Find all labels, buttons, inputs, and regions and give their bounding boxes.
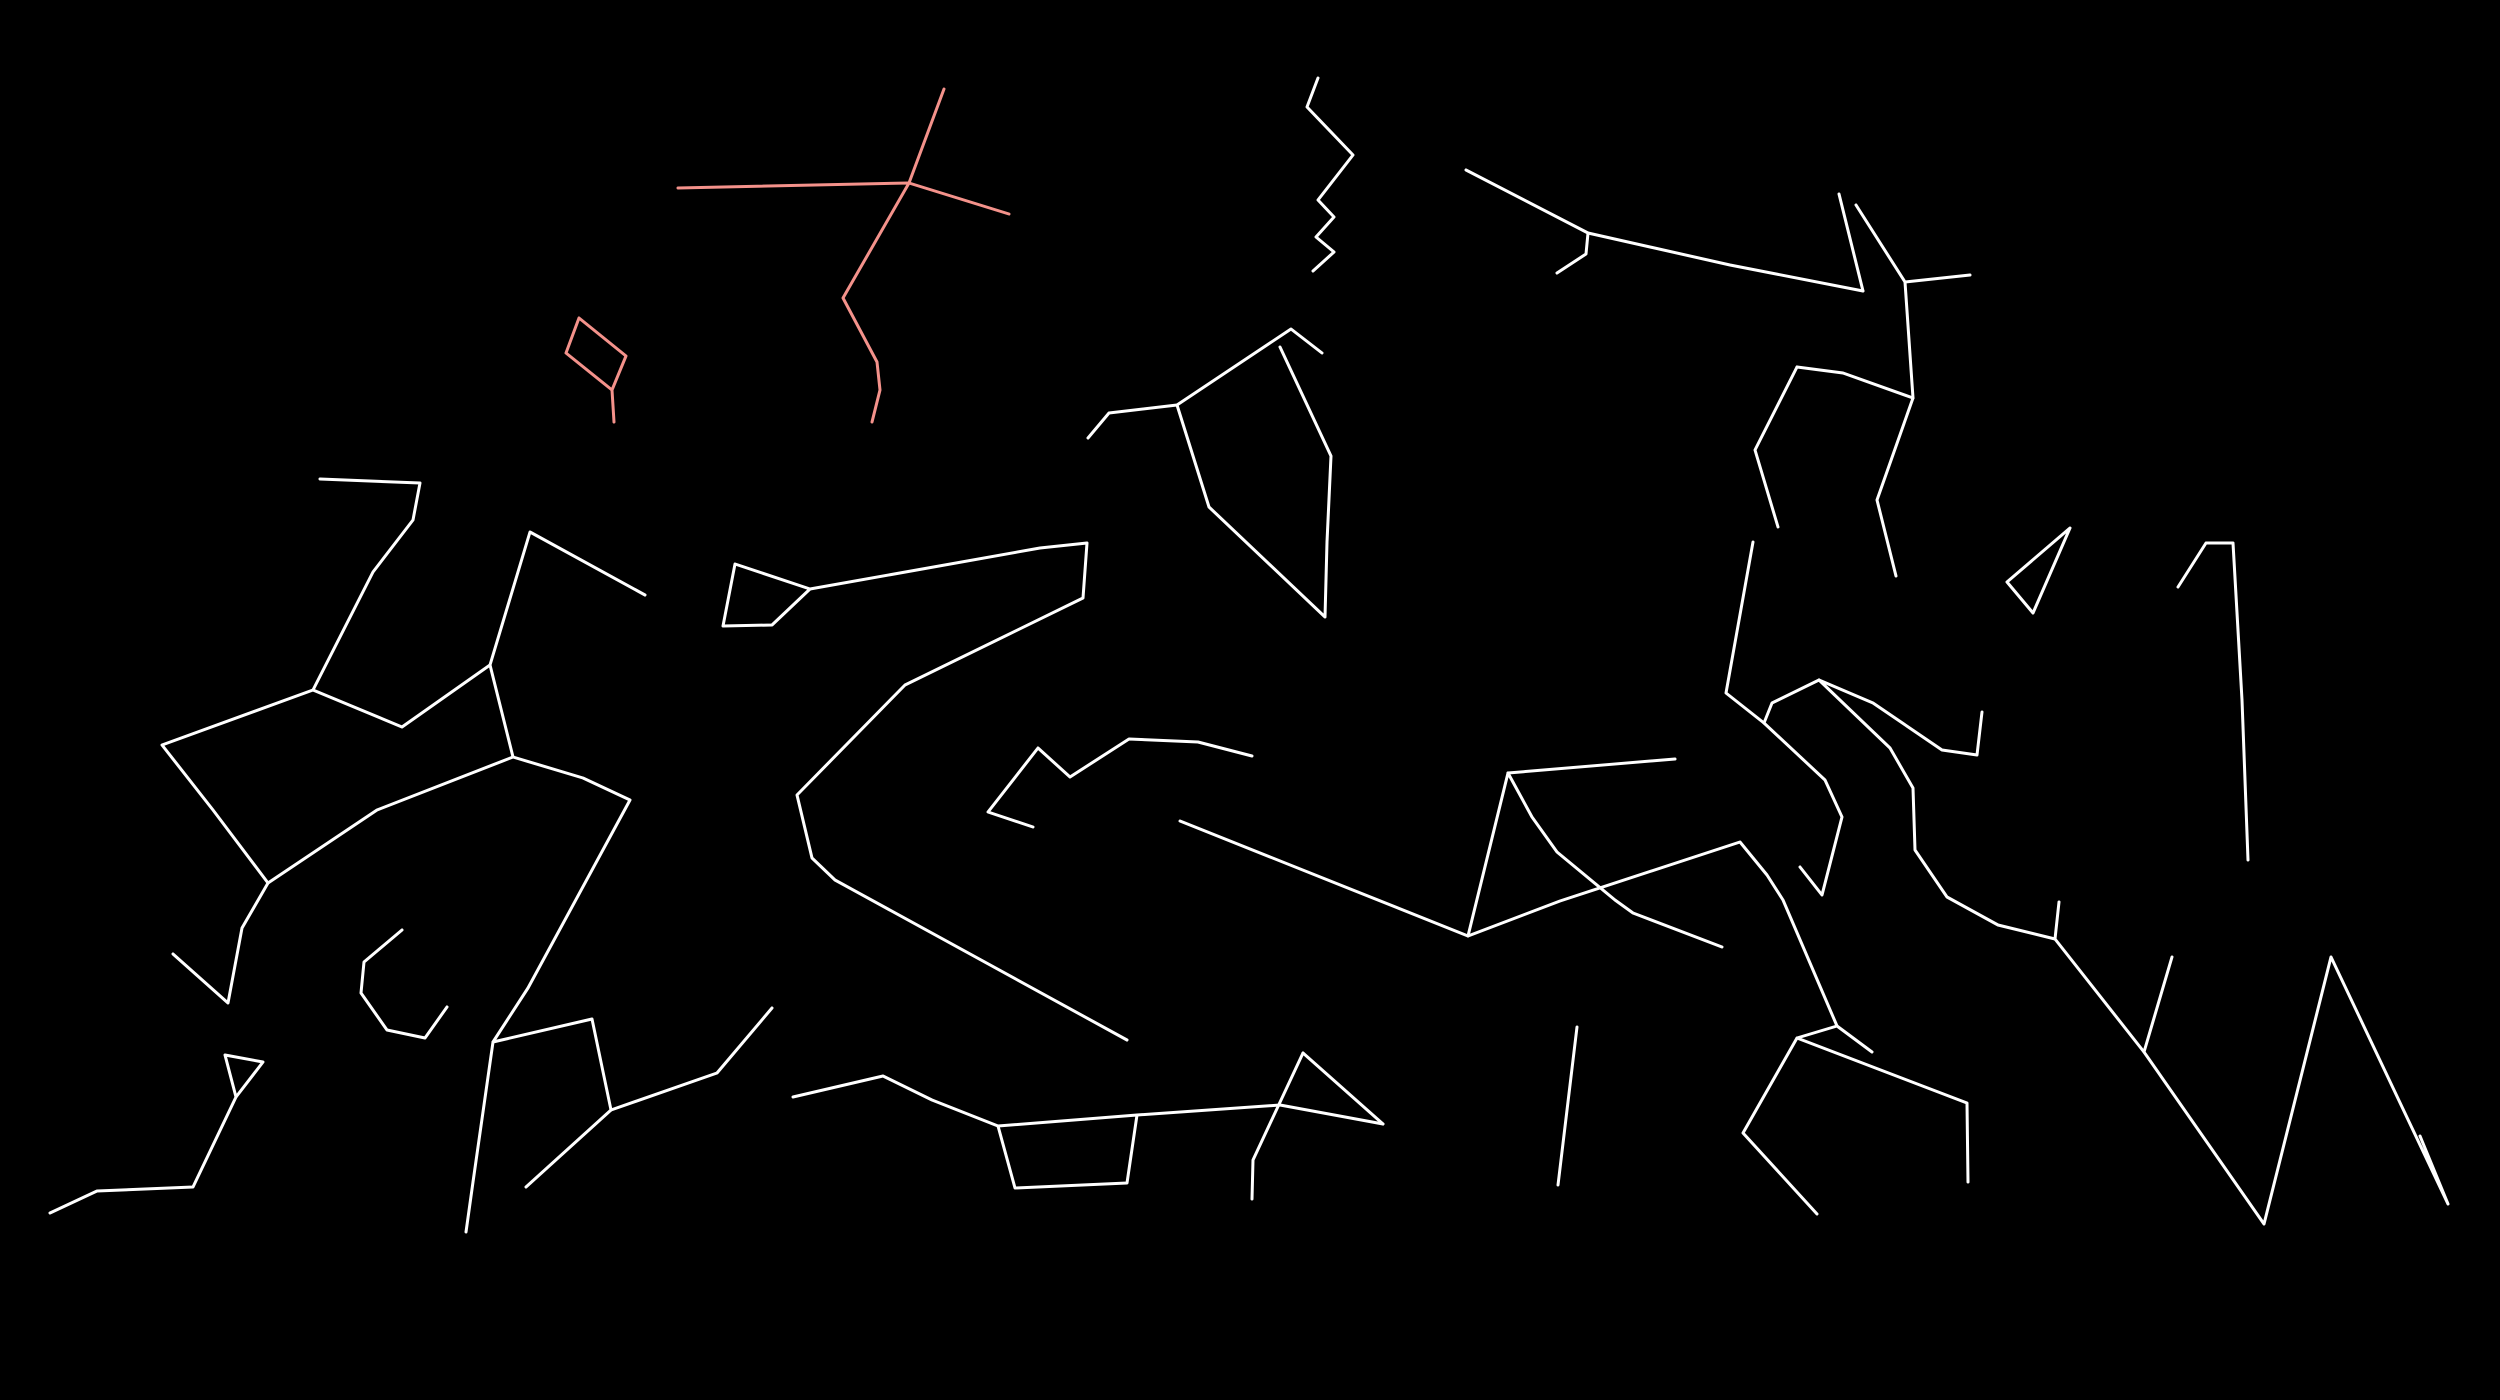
left-figure-arm [160,688,315,885]
fork-right-tine [609,1006,774,1112]
wings-stub [2053,900,2061,941]
sweep-branch [1555,231,1590,275]
bottom-right-spur [2142,955,2174,1054]
fork-branch [491,1017,613,1112]
pentagon-branch [1795,1036,1970,1184]
center-body [795,541,1129,1042]
long-diagonal [1178,819,1470,938]
far-right-hook [2176,541,2250,862]
short-vertical-stroke [1556,1025,1579,1187]
wings-long-curve [1817,678,2450,1226]
sweep-v-line [1837,192,1865,293]
tall-right-down [1875,396,1915,578]
bird-diagonal [1854,203,1915,400]
wings-vertical [1724,540,1766,725]
left-figure-long-branch [464,755,632,1234]
tall-right-arm [1753,365,1799,529]
left-figure-top [311,477,422,692]
sail-left-edge [1466,771,1510,938]
sail-bottom-arc [1466,840,1839,1028]
wings-shoulder [1762,678,1821,725]
tall-right-link [1795,365,1915,400]
red-diamond [564,316,628,392]
red-cross-stem [841,87,946,424]
bird-horizontal [1903,273,1972,284]
glasses-top-line [791,1074,1385,1128]
kite-flag-chain [1086,327,1324,440]
pentagon-chain [1741,1024,1874,1216]
flag-edge [1301,1051,1385,1126]
sail-top [1506,757,1677,775]
zigzag-top-middle [1305,76,1355,273]
glasses-trapezoid [996,1113,1139,1190]
small-triangle-right [2005,526,2072,615]
sail-right-edge [1506,771,1724,949]
left-figure-v [311,663,492,729]
sweep-line [1464,168,1865,293]
triangle-left-tail [48,1095,238,1215]
wings-hook [1762,721,1844,897]
c-hook [359,928,449,1040]
wings-hairpin [1817,678,1984,757]
red-diamond-tail [610,388,616,424]
flag-pole [1250,1051,1305,1201]
left-figure-check [171,881,270,1005]
center-head-quad [721,562,812,628]
small-triangle-left [223,1053,265,1099]
red-cross-bar [676,181,1011,216]
left-figure-left-branch [266,755,515,885]
center-nose-zigzag [986,737,1254,829]
fork-left-tine [524,1108,613,1189]
left-figure-peak [488,530,647,667]
left-figure-mid [488,663,515,759]
kite-body [1175,345,1333,619]
